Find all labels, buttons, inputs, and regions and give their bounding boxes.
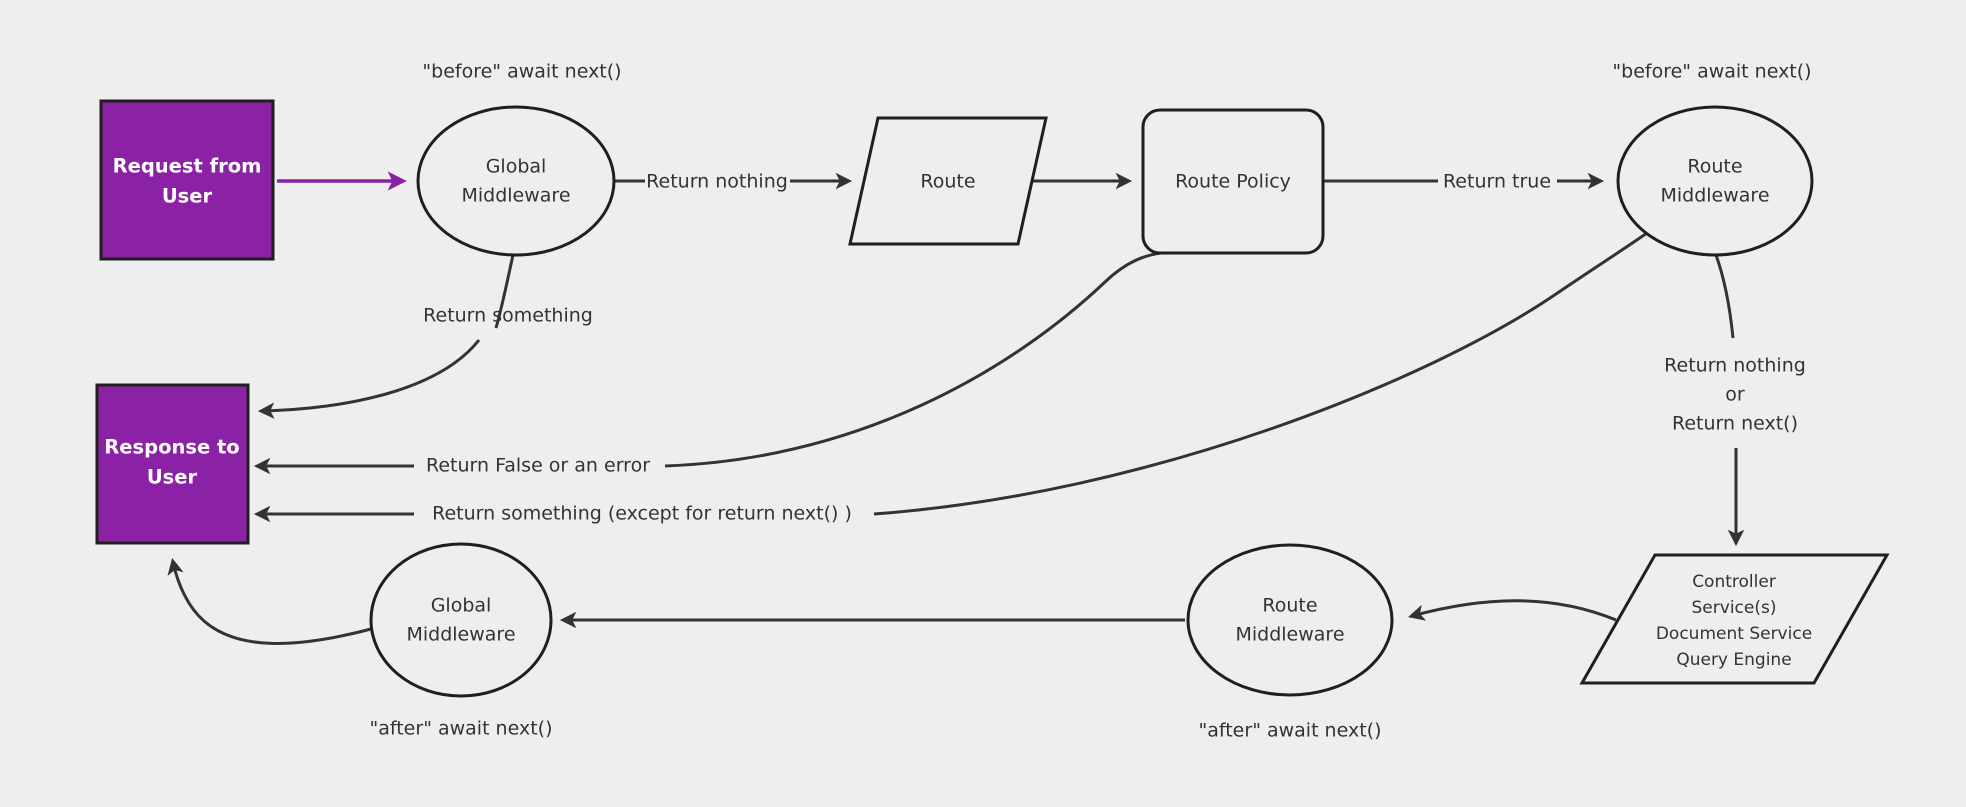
edge-routemw-to-controller-lead: [1714, 254, 1735, 339]
edge-controller-to-routemw-bottom: [1408, 599, 1617, 622]
controller-label-line2: Service(s): [1692, 598, 1777, 618]
route-label: Route: [920, 171, 975, 193]
label-after-await-next-route: "after" await next(): [1199, 720, 1382, 742]
route-middleware-bottom-label-line1: Route: [1262, 595, 1317, 617]
label-return-nothing-or-next: Return nothing or Return next(): [1664, 355, 1806, 435]
node-global-middleware-top: Global Middleware: [416, 105, 616, 257]
route-policy-label: Route Policy: [1175, 171, 1291, 193]
edge-globalmw-bottom-to-response: [167, 557, 372, 645]
node-route-policy: Route Policy: [1141, 108, 1325, 255]
request-from-user-label-line1: Request from: [113, 155, 262, 178]
global-middleware-top-label-line2: Middleware: [461, 185, 570, 207]
node-controller-stack: Controller Service(s) Document Service Q…: [1579, 553, 1890, 685]
label-return-nothing-or-next-line2: or: [1725, 384, 1745, 406]
node-route-middleware-bottom: Route Middleware: [1186, 543, 1394, 697]
label-return-true: Return true: [1443, 171, 1551, 193]
label-return-something-except: Return something (except for return next…: [432, 503, 852, 525]
controller-label-line1: Controller: [1692, 572, 1776, 592]
label-return-nothing-or-next-line3: Return next(): [1672, 413, 1798, 435]
controller-label-line3: Document Service: [1656, 624, 1812, 644]
request-from-user-label-line2: User: [162, 185, 213, 208]
controller-label-line4: Query Engine: [1676, 650, 1791, 670]
route-middleware-bottom-label-line2: Middleware: [1235, 624, 1344, 646]
label-return-nothing: Return nothing: [646, 171, 788, 193]
response-to-user-label-line1: Response to: [104, 436, 239, 459]
label-before-await-next-route: "before" await next(): [1612, 61, 1811, 83]
label-return-something: Return something: [423, 305, 593, 327]
route-middleware-top-label-line2: Middleware: [1660, 185, 1769, 207]
response-to-user-label-line2: User: [147, 466, 198, 489]
global-middleware-bottom-label-line1: Global: [431, 595, 492, 617]
global-middleware-bottom-label-line2: Middleware: [406, 624, 515, 646]
node-global-middleware-bottom: Global Middleware: [369, 542, 553, 698]
node-route-middleware-top: Route Middleware: [1616, 105, 1814, 257]
edge-globalmw-return-something-arrow: [257, 339, 481, 419]
label-return-nothing-or-next-line1: Return nothing: [1664, 355, 1806, 377]
label-return-false-or-error: Return False or an error: [426, 455, 650, 477]
edge-policy-return-false-tail: [664, 251, 1162, 468]
node-request-from-user: Request from User: [99, 99, 275, 261]
label-before-await-next-global: "before" await next(): [422, 61, 621, 83]
edge-globalmw-return-something-lead: [494, 254, 515, 329]
node-response-to-user: Response to User: [95, 383, 250, 545]
edge-routemw-return-something-tail: [873, 231, 1648, 516]
label-after-await-next-global: "after" await next(): [370, 718, 553, 740]
global-middleware-top-label-line1: Global: [486, 156, 547, 178]
route-middleware-top-label-line1: Route: [1687, 156, 1742, 178]
node-route: Route: [848, 116, 1048, 246]
